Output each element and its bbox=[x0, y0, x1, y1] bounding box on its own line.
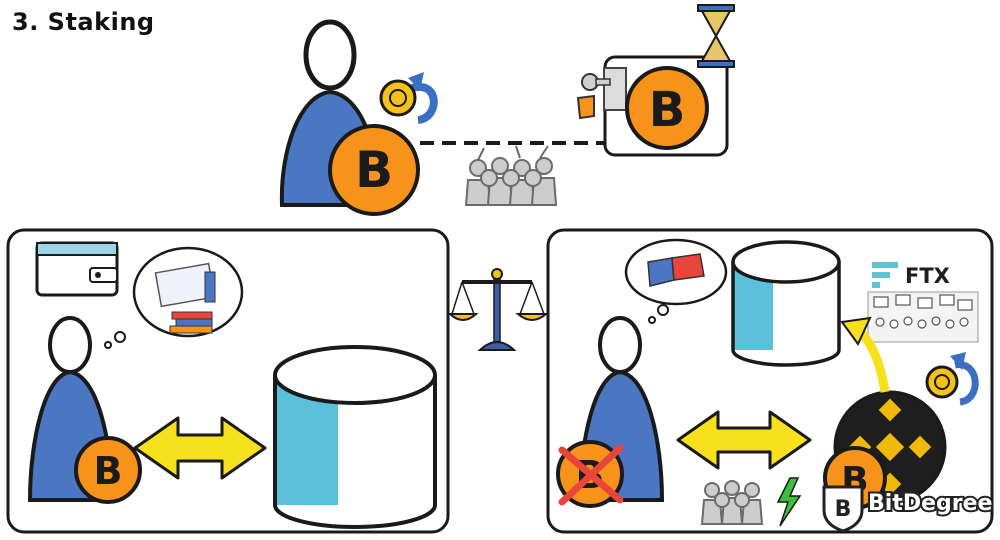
left-staking-pool-cylinder bbox=[273, 345, 437, 529]
reward-coin-icon bbox=[379, 72, 438, 124]
bitdegree-logo-icon: B bbox=[822, 485, 864, 533]
ftx-logo-icon bbox=[872, 262, 900, 288]
locked-vault: B bbox=[603, 55, 729, 157]
top-bitcoin-symbol: B bbox=[355, 141, 393, 199]
transfer-up-arrow bbox=[840, 316, 890, 393]
balance-scale-icon bbox=[447, 268, 549, 351]
top-validators-crowd bbox=[464, 145, 558, 206]
left-double-arrow bbox=[133, 416, 267, 480]
thought-bubble-plans bbox=[104, 246, 244, 349]
bitdegree-logo-letter: B bbox=[835, 497, 852, 522]
key-icon bbox=[576, 73, 611, 120]
thought-bubble-puzzle bbox=[624, 238, 728, 324]
right-validators-crowd bbox=[700, 477, 802, 527]
binance-reward-coin-icon bbox=[925, 352, 979, 406]
right-double-arrow bbox=[676, 410, 812, 470]
wallet-icon bbox=[35, 241, 119, 297]
left-bitcoin-coin: B bbox=[74, 436, 142, 504]
page-title: 3. Staking bbox=[12, 8, 155, 36]
exchange-pool-cylinder bbox=[731, 240, 841, 367]
protest-crowd-sketch bbox=[867, 291, 979, 343]
left-bitcoin-symbol: B bbox=[94, 449, 123, 493]
top-bitcoin-coin: B bbox=[328, 124, 420, 216]
hourglass-icon bbox=[697, 4, 735, 68]
vault-bitcoin-symbol: B bbox=[649, 82, 686, 138]
crossed-out-bitcoin-coin: B bbox=[556, 440, 624, 508]
ftx-label: FTX bbox=[905, 264, 950, 288]
brand-name: BitDegree bbox=[866, 489, 994, 518]
